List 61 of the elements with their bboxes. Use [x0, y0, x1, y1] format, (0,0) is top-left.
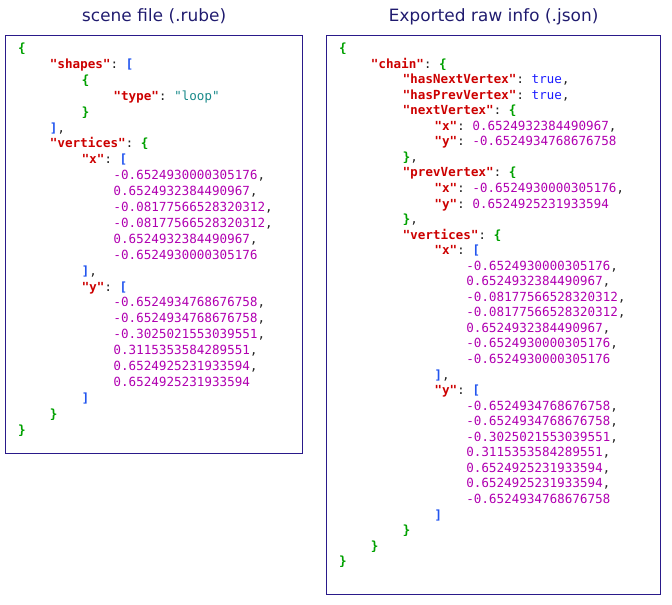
code-line: "y": 0.6524925231933594	[434, 196, 609, 210]
code-line: }	[50, 406, 58, 421]
code-line: 0.6524932384490967,	[466, 273, 610, 288]
code-line: 0.6524925231933594	[113, 374, 250, 389]
code-line: "nextVertex": {	[402, 102, 516, 118]
code-line: -0.08177566528320312,	[113, 214, 273, 230]
code-line: {	[18, 40, 26, 55]
code-line: 0.3115353584289551,	[113, 342, 258, 358]
code-line: "x": -0.6524930000305176,	[434, 180, 624, 195]
code-line: 0.6524932384490967,	[466, 320, 610, 335]
code-line: "hasNextVertex": true,	[402, 71, 570, 86]
code-line: "x": 0.6524932384490967,	[434, 118, 616, 133]
code-line: {	[339, 40, 347, 55]
code-line: "shapes": [	[50, 56, 134, 71]
code-line: -0.6524934768676758,	[466, 413, 618, 428]
code-line: "hasPrevVertex": true,	[402, 86, 570, 102]
code-line: "y": -0.6524934768676758	[434, 133, 616, 148]
code-line: "vertices": {	[50, 135, 148, 150]
code-line: -0.6524930000305176	[466, 351, 610, 366]
code-line: -0.08177566528320312,	[466, 304, 626, 320]
code-line: -0.3025021553039551,	[466, 428, 618, 444]
code-line: }	[18, 422, 26, 437]
code-line: -0.3025021553039551,	[113, 326, 266, 342]
code-line: }	[339, 553, 347, 568]
code-line: "x": [	[82, 151, 128, 166]
code-line: "chain": {	[370, 56, 447, 71]
code-line: }	[82, 104, 90, 119]
code-line: ]	[82, 390, 90, 405]
code-line: 0.6524932384490967,	[113, 230, 258, 246]
code-line: -0.6524934768676758,	[466, 398, 618, 413]
code-line: -0.6524934768676758,	[113, 310, 266, 326]
panel-title: Exported raw info (.json)	[388, 6, 598, 26]
code-line: 0.6524932384490967,	[113, 183, 258, 198]
code-line: -0.6524934768676758,	[113, 294, 266, 310]
code-line: "y": [	[82, 278, 128, 294]
code-line: 0.6524925231933594,	[113, 358, 258, 373]
code-line: -0.6524930000305176,	[113, 167, 266, 182]
code-line: },	[402, 148, 418, 164]
code-line: -0.6524934768676758	[466, 490, 610, 506]
code-line: "type": "loop"	[113, 88, 220, 103]
code-line: "x": [	[434, 242, 480, 258]
code-line: "y": [	[434, 382, 480, 398]
code-line: -0.08177566528320312,	[113, 199, 273, 214]
code-line: ],	[82, 262, 97, 278]
code-line: ]	[434, 506, 442, 522]
code-line: }	[370, 538, 378, 553]
code-line: -0.6524930000305176	[113, 246, 258, 262]
code-line: "prevVertex": {	[402, 164, 516, 180]
code-line: -0.6524930000305176,	[466, 335, 618, 350]
code-line: 0.6524925231933594,	[466, 460, 610, 475]
panel-title: scene file (.rube)	[82, 6, 226, 26]
code-line: -0.08177566528320312,	[466, 288, 626, 304]
code-line: },	[402, 211, 418, 226]
code-line: ],	[434, 366, 450, 382]
code-line: }	[402, 522, 410, 538]
code-line: 0.3115353584289551,	[466, 444, 610, 460]
code-line: -0.6524930000305176,	[466, 258, 618, 273]
code-line: {	[82, 72, 90, 87]
code-line: ],	[50, 120, 65, 134]
code-line: "vertices": {	[402, 226, 502, 242]
code-line: 0.6524925231933594,	[466, 475, 610, 490]
